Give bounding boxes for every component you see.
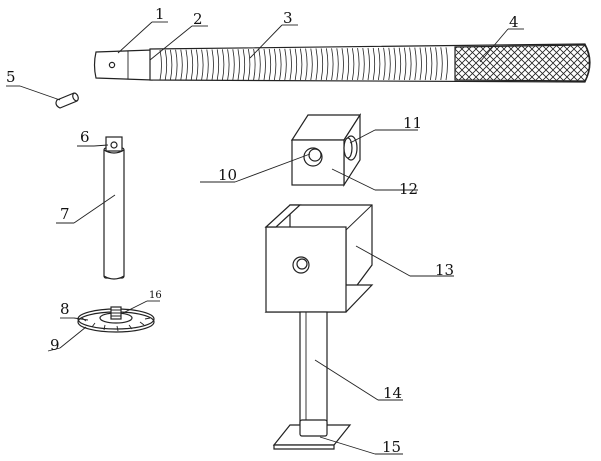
sliding-block: [292, 115, 360, 185]
rod-square-end: [95, 50, 153, 80]
handle-rod: [95, 44, 591, 82]
label-16: 16: [149, 290, 162, 301]
label-4: 4: [509, 13, 519, 31]
toothed-nut: [78, 307, 154, 332]
label-7: 7: [60, 205, 70, 223]
label-6: 6: [80, 128, 90, 146]
label-2: 2: [193, 10, 203, 28]
leader-lines: [6, 22, 524, 454]
label-1: 1: [155, 5, 165, 23]
label-10: 10: [218, 166, 237, 184]
rod-knurled-grip: [455, 45, 590, 81]
bracket-post: [266, 205, 372, 449]
label-3: 3: [283, 9, 293, 27]
label-13: 13: [435, 261, 454, 279]
label-5: 5: [6, 68, 16, 86]
label-12: 12: [399, 180, 418, 198]
vertical-bar: [104, 137, 124, 279]
label-14: 14: [383, 384, 402, 402]
label-8: 8: [60, 300, 70, 318]
label-15: 15: [382, 438, 401, 456]
rod-pin-hole: [109, 62, 114, 67]
label-9: 9: [50, 336, 60, 354]
label-11: 11: [403, 114, 422, 132]
